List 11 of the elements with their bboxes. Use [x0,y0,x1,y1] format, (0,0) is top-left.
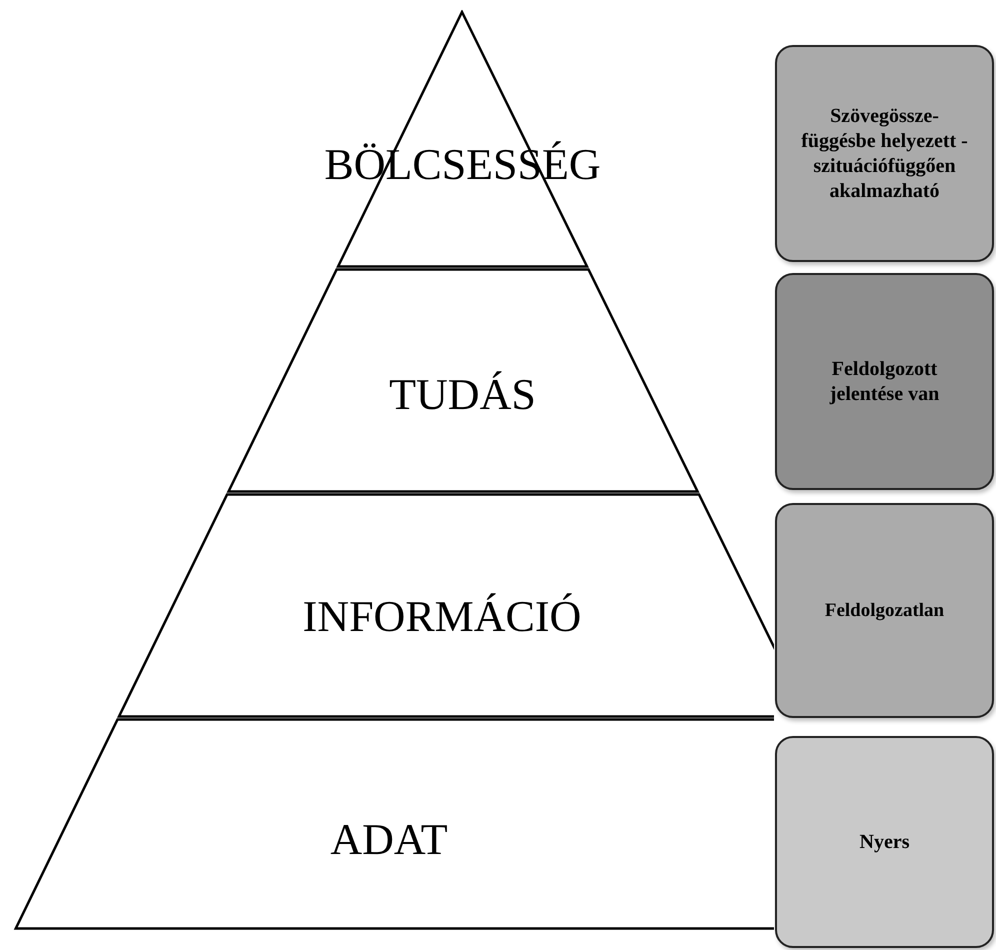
description-box [775,503,994,718]
description-box [775,45,994,262]
level-label: TUDÁS [388,373,537,417]
description-box [775,273,994,490]
description-text: Feldolgozatlan [824,598,944,622]
description-box [775,736,994,948]
level-label: ADAT [329,818,449,862]
description-text: Feldolgozott jelentése van [828,356,940,406]
description-text: Nyers [860,830,910,854]
level-label: INFORMÁCIÓ [302,595,582,639]
description-text: Szövegössze- függésbe helyezett - szituációfüggően akalmazható [801,104,968,204]
